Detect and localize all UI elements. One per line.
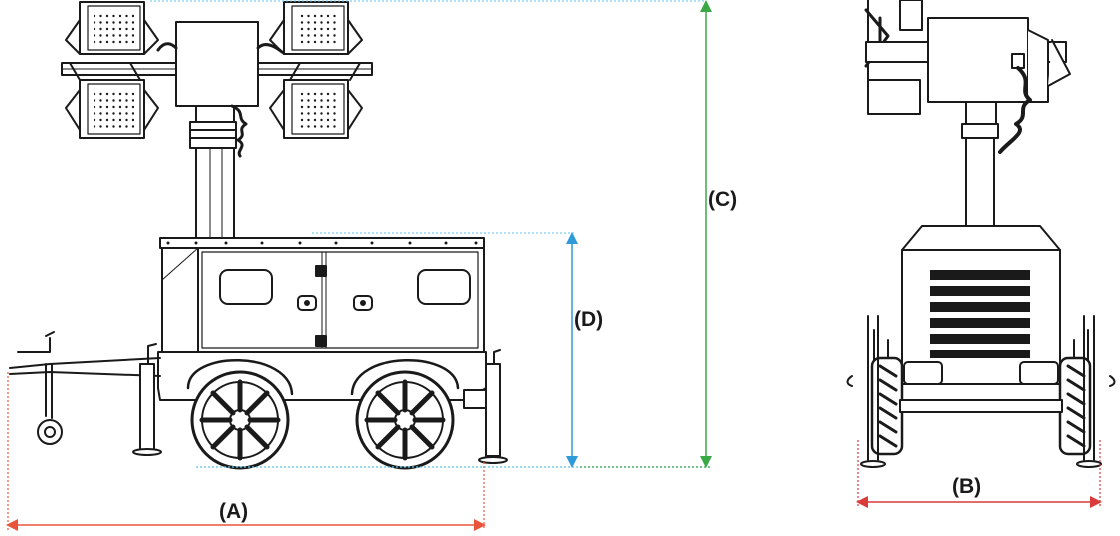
floodlight-top-left xyxy=(65,1,159,55)
floodlight-bottom-right xyxy=(269,79,363,139)
dimension-label-d: (D) xyxy=(574,308,604,331)
front-view xyxy=(846,0,1116,468)
lamp-head-box xyxy=(175,21,259,107)
front-grille xyxy=(930,270,1030,358)
drawbar xyxy=(9,331,161,445)
mast xyxy=(189,105,237,239)
dimension-guides xyxy=(6,0,1102,531)
dimension-label-c: (C) xyxy=(708,188,738,211)
dimension-label-b: (B) xyxy=(952,475,982,498)
side-view xyxy=(9,1,508,470)
wheel-front xyxy=(190,370,290,470)
front-lamp-left xyxy=(864,0,923,115)
coiled-cable xyxy=(230,104,248,158)
front-stabiliser xyxy=(132,343,162,456)
front-tyre-right xyxy=(1058,356,1092,456)
rear-stabiliser xyxy=(463,349,508,464)
floodlight-bottom-left xyxy=(65,79,159,139)
wheel-rear xyxy=(355,370,455,470)
front-coiled-cable xyxy=(998,66,1032,154)
front-tyre-left xyxy=(870,356,904,456)
floodlight-top-right xyxy=(269,1,363,55)
generator-housing xyxy=(159,237,485,379)
dimension-label-a: (A) xyxy=(219,500,249,523)
